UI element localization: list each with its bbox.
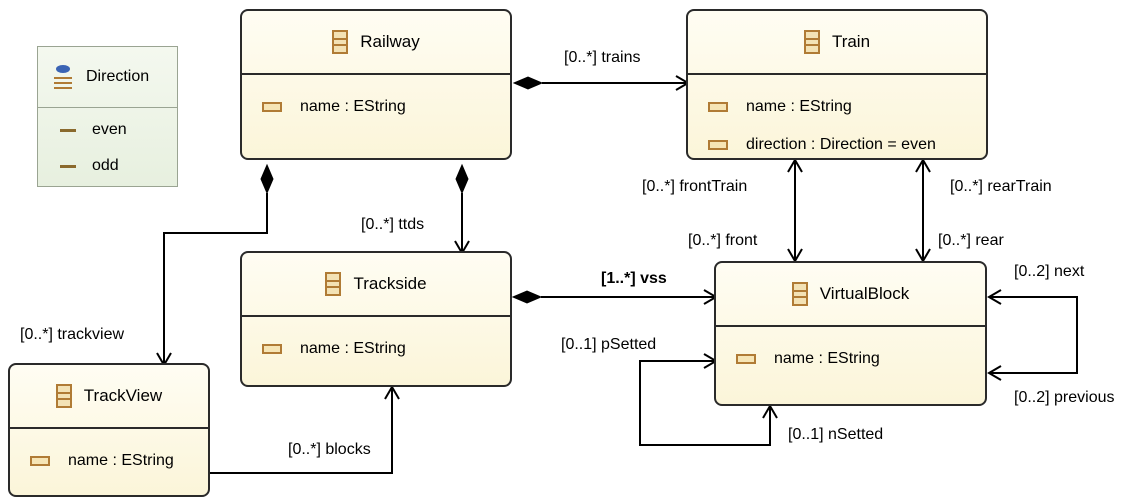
label-vss: [1..*] vss [601,270,667,287]
literal-label: odd [92,157,119,174]
label-previous: [0..2] previous [1014,389,1115,406]
class-railway-name: Railway [360,32,420,51]
attribute-label: name : EString [774,350,880,367]
arrowhead-rearTrain [915,158,931,173]
class-icon [332,30,349,54]
class-trackside-header: Trackside [242,253,510,317]
attribute-icon [708,102,728,112]
arrowhead-frontTrain [787,158,803,173]
attribute-icon [30,456,50,466]
enum-icon [52,65,74,89]
label-frontTrain: [0..*] frontTrain [642,178,748,195]
literal-label: even [92,121,127,138]
attribute-trackside-name[interactable]: name : EString [262,337,510,361]
class-train[interactable]: Train name : EString direction : Directi… [686,9,988,160]
edge-blocks[interactable] [210,387,393,474]
class-icon [803,30,820,54]
label-front: [0..*] front [688,232,758,249]
attribute-railway-name[interactable]: name : EString [262,95,510,119]
class-railway-header: Railway [242,11,510,75]
literal-icon [60,164,76,168]
enum-literal-even[interactable]: even [38,112,177,148]
attribute-label: name : EString [300,98,406,115]
label-pSetted: [0..1] pSetted [561,336,657,353]
attribute-label: name : EString [300,340,406,357]
label-nSetted: [0..1] nSetted [788,426,884,443]
arrowhead-blocks [384,385,400,400]
enum-direction[interactable]: Direction even odd [37,46,178,187]
class-icon [325,272,342,296]
class-icon [55,384,72,408]
composition-diamond-ttds [455,163,469,195]
class-trackview[interactable]: TrackView name : EString [8,363,210,497]
attribute-label: name : EString [68,452,174,469]
attribute-trackview-name[interactable]: name : EString [30,449,208,473]
class-railway[interactable]: Railway name : EString [240,9,512,160]
class-trackview-header: TrackView [10,365,208,429]
label-rear: [0..*] rear [938,232,1004,249]
arrowhead-next [987,289,1002,305]
enum-direction-header: Direction [38,47,177,108]
arrowhead-nSetted [762,404,778,419]
class-virtualblock[interactable]: VirtualBlock name : EString [714,261,987,406]
composition-diamond-trackview [260,163,274,195]
label-next: [0..2] next [1014,263,1085,280]
class-train-header: Train [688,11,986,75]
label-blocks: [0..*] blocks [288,441,371,458]
attribute-label: direction : Direction = even [746,136,936,153]
class-virtualblock-name: VirtualBlock [819,284,910,303]
class-trackside-name: Trackside [353,274,427,293]
attribute-icon [736,354,756,364]
label-trackview: [0..*] trackview [20,326,125,343]
class-virtualblock-header: VirtualBlock [716,263,985,327]
edge-psetted-nsetted[interactable] [639,360,771,446]
attribute-icon [262,344,282,354]
label-ttds: [0..*] ttds [361,216,425,233]
class-trackside[interactable]: Trackside name : EString [240,251,512,387]
label-rearTrain: [0..*] rearTrain [950,178,1052,195]
class-train-name: Train [831,32,871,51]
attribute-virtualblock-name[interactable]: name : EString [736,347,985,371]
literal-icon [60,128,76,132]
edge-trackview[interactable] [163,193,268,365]
attribute-train-direction[interactable]: direction : Direction = even [708,133,986,157]
attribute-icon [708,140,728,150]
class-icon [791,282,808,306]
class-trackview-name: TrackView [83,386,163,405]
attribute-label: name : EString [746,98,852,115]
enum-literal-odd[interactable]: odd [38,148,177,184]
label-trains: [0..*] trains [564,49,641,66]
composition-diamond-vss [511,290,543,304]
composition-diamond-trains [512,76,544,90]
attribute-train-name[interactable]: name : EString [708,95,986,119]
arrowhead-previous [987,365,1002,381]
edge-next-previous[interactable] [989,296,1078,374]
attribute-icon [262,102,282,112]
enum-direction-name: Direction [86,68,150,85]
